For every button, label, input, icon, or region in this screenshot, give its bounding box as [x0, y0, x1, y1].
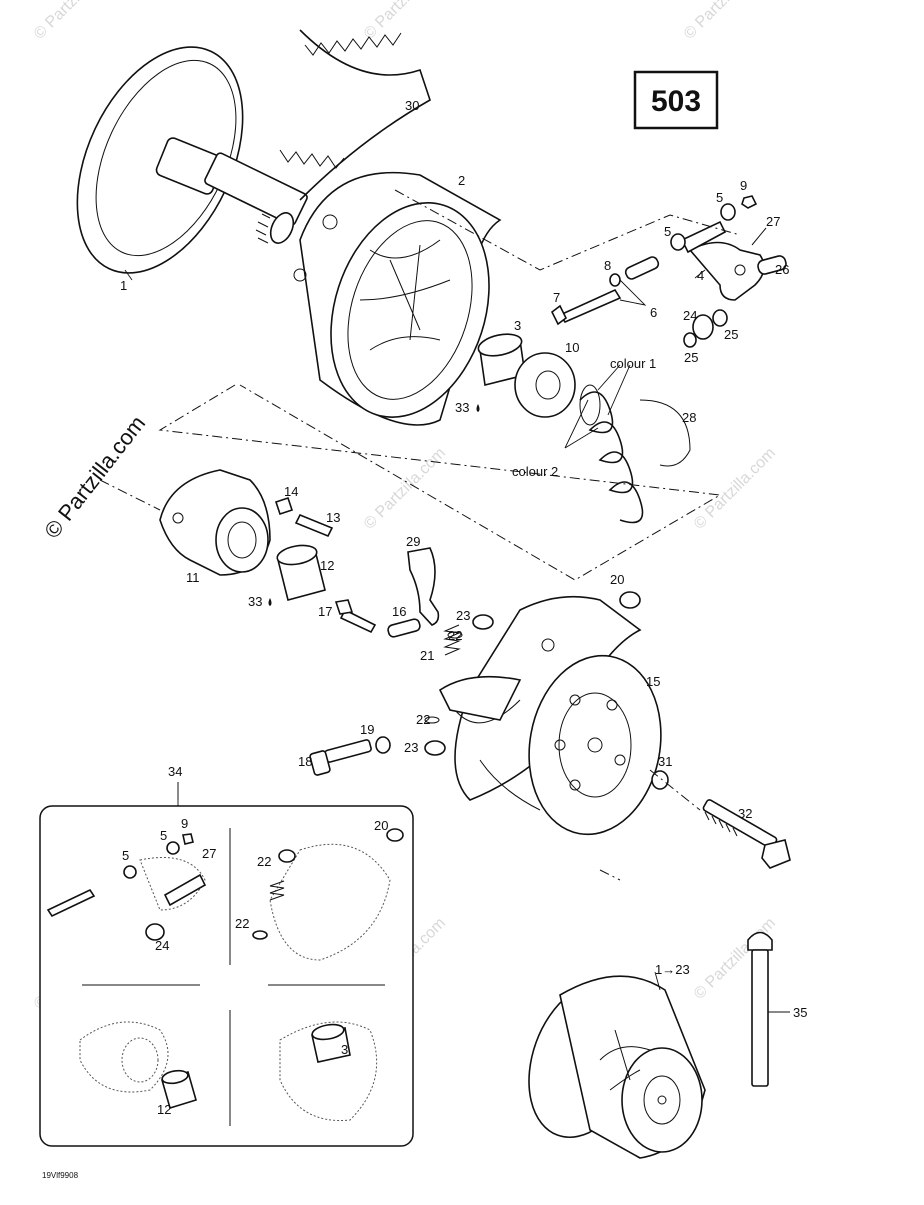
callout-13: 13	[326, 510, 340, 525]
callout-4: 4	[697, 268, 704, 283]
lever-arm-assembly	[550, 195, 787, 348]
governor-cup-part	[454, 595, 662, 836]
kit-callout-22: 22	[235, 916, 249, 931]
callout-colour-2: colour 2	[512, 464, 558, 479]
lubricant-drop-icon	[268, 598, 272, 606]
long-bolt-part	[747, 931, 790, 1087]
kit-callout-5: 5	[122, 848, 129, 863]
kit-callout-24: 24	[155, 938, 169, 953]
callout-14: 14	[284, 484, 298, 499]
callout-30: 30	[405, 98, 419, 113]
callout-33: 33	[248, 594, 262, 609]
diagram-id-box: 503	[633, 70, 719, 130]
callout-labels: 1 2 3 4 5 5 6 7 8 9 10 11 12 13 14 15 16…	[120, 98, 807, 1117]
lubricant-drop-icon	[476, 404, 480, 412]
kit-callout-9: 9	[181, 816, 188, 831]
callout-16: 16	[392, 604, 406, 619]
callout-9: 9	[740, 178, 747, 193]
callout-5: 5	[716, 190, 723, 205]
kit-callout-22: 22	[257, 854, 271, 869]
callout-25: 25	[684, 350, 698, 365]
callout-21: 21	[420, 648, 434, 663]
diagram-id: 503	[651, 85, 701, 118]
callout-11: 11	[186, 570, 200, 585]
callout-3: 3	[514, 318, 521, 333]
leader-lines	[124, 269, 706, 800]
callout-5: 5	[664, 224, 671, 239]
callout-32: 32	[738, 806, 752, 821]
kit-callout-3: 3	[341, 1042, 348, 1057]
kit-panel	[39, 782, 414, 1147]
callout-19: 19	[360, 722, 374, 737]
watermark-tile: © Partzilla.com	[361, 0, 449, 43]
callout-23: 23	[404, 740, 418, 755]
bolt-washer-18-19	[309, 736, 391, 776]
callout-8: 8	[604, 258, 611, 273]
callout-34: 34	[168, 764, 182, 779]
callout-12: 12	[320, 558, 334, 573]
callout-2: 2	[458, 173, 465, 188]
callout-18: 18	[298, 754, 312, 769]
callout-colour-1: colour 1	[610, 356, 656, 371]
fixed-sheave-part	[76, 46, 308, 274]
callout-20: 20	[610, 572, 624, 587]
drive-belt-part	[279, 29, 431, 201]
callout-24: 24	[683, 308, 697, 323]
callout-17: 17	[318, 604, 332, 619]
washers-bolt-32	[619, 591, 791, 869]
watermark-tile: © Partzilla.com	[361, 445, 449, 533]
assembly-center-lines	[99, 189, 741, 881]
kit-callout-5: 5	[160, 828, 167, 843]
callout-22: 22	[448, 628, 462, 643]
callout-28: 28	[682, 410, 696, 425]
callout-6: 6	[650, 305, 657, 320]
movable-sheave-part	[293, 171, 502, 426]
kit-callout-27: 27	[202, 846, 216, 861]
callout-25: 25	[724, 327, 738, 342]
kit-callout-12: 12	[157, 1102, 171, 1117]
kit-arrow-label: 1→23	[655, 962, 690, 977]
watermark-tile: © Partzilla.com	[31, 0, 119, 43]
callout-22: 22	[416, 712, 430, 727]
callout-35: 35	[793, 1005, 807, 1020]
callout-29: 29	[406, 534, 420, 549]
complete-assembly-part	[528, 971, 706, 1159]
callout-7: 7	[553, 290, 560, 305]
spider-assembly	[159, 469, 334, 601]
watermark-tile: © Partzilla.com	[691, 445, 779, 533]
callout-27: 27	[766, 214, 780, 229]
callout-23: 23	[456, 608, 470, 623]
lever-pin-spring	[334, 547, 522, 756]
copyright-watermark: © Partzilla.com	[39, 411, 150, 543]
watermark-tile: © Partzilla.com	[681, 0, 769, 43]
callout-10: 10	[565, 340, 579, 355]
bushing-washer-spring	[477, 333, 691, 524]
kit-callout-20: 20	[374, 818, 388, 833]
callout-1: 1	[120, 278, 127, 293]
callout-31: 31	[658, 754, 672, 769]
footer-code: 19Vlf9908	[42, 1171, 79, 1180]
callout-33: 33	[455, 400, 469, 415]
callout-26: 26	[775, 262, 789, 277]
callout-15: 15	[646, 674, 660, 689]
